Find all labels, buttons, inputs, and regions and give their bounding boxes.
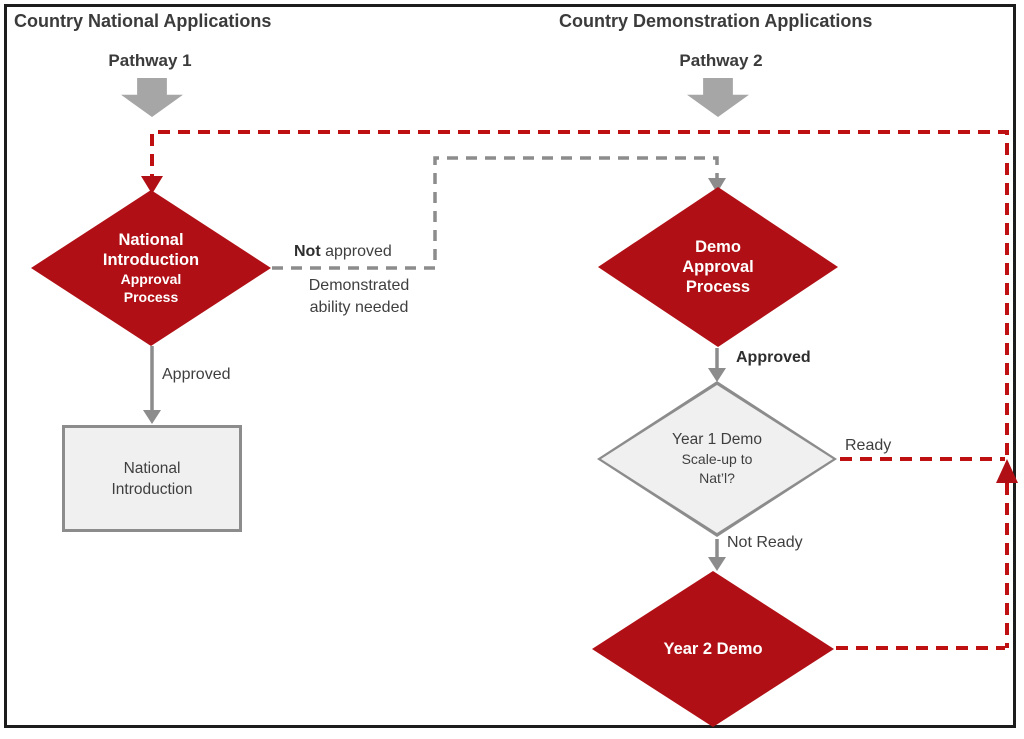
national-column-title: Country National Applications bbox=[14, 11, 272, 31]
arrowhead-to-national-box-icon bbox=[143, 410, 161, 424]
gray-down-arrowhead-icon bbox=[708, 178, 726, 193]
outer-border bbox=[4, 4, 1016, 728]
diamond-text-line: Approval bbox=[120, 271, 182, 287]
diamond-text-line: Nat’l? bbox=[699, 470, 735, 486]
red-up-arrowhead-icon bbox=[996, 459, 1018, 483]
national-introduction-box: National Introduction bbox=[62, 425, 242, 532]
pathway2-label: Pathway 2 bbox=[679, 51, 763, 70]
arrowhead-to-year2-icon bbox=[708, 557, 726, 571]
diamond-text-line: Introduction bbox=[102, 251, 200, 269]
arrowhead-to-year1-icon bbox=[708, 368, 726, 382]
diamond-text-line: Scale-up to bbox=[681, 451, 753, 467]
diamond-text-line: Year 2 Demo bbox=[663, 640, 763, 658]
diamond-text-line: Process bbox=[685, 278, 751, 296]
not-approved-bold-word: Not bbox=[294, 243, 321, 260]
red-down-arrowhead-icon bbox=[141, 176, 163, 194]
diamond-text-line: Process bbox=[123, 289, 179, 305]
diamond-text-line: National bbox=[118, 231, 184, 249]
demonstrated-ability-note: Demonstrated ability needed bbox=[288, 275, 430, 318]
pathway1-label: Pathway 1 bbox=[108, 51, 192, 70]
not-approved-dashed-line bbox=[272, 156, 719, 270]
red-feedback-loop-line bbox=[150, 130, 1009, 648]
ready-label: Ready bbox=[845, 437, 892, 454]
box-line1: National bbox=[123, 459, 181, 477]
approved-label-right: Approved bbox=[736, 349, 811, 366]
note-line1: Demonstrated bbox=[308, 277, 410, 294]
note-line2: ability needed bbox=[309, 298, 409, 316]
demo-column-title: Country Demonstration Applications bbox=[559, 11, 873, 31]
approved-label-left: Approved bbox=[162, 366, 231, 383]
diamond-text-line: Demo bbox=[695, 238, 741, 256]
not-ready-label: Not Ready bbox=[727, 534, 803, 551]
not-approved-rest: approved bbox=[320, 243, 392, 260]
not-approved-label: Not approved bbox=[294, 243, 392, 261]
diamond-text-line: Year 1 Demo bbox=[672, 431, 762, 448]
diamond-text-line: Approval bbox=[682, 258, 754, 276]
box-line2: Introduction bbox=[111, 480, 193, 498]
